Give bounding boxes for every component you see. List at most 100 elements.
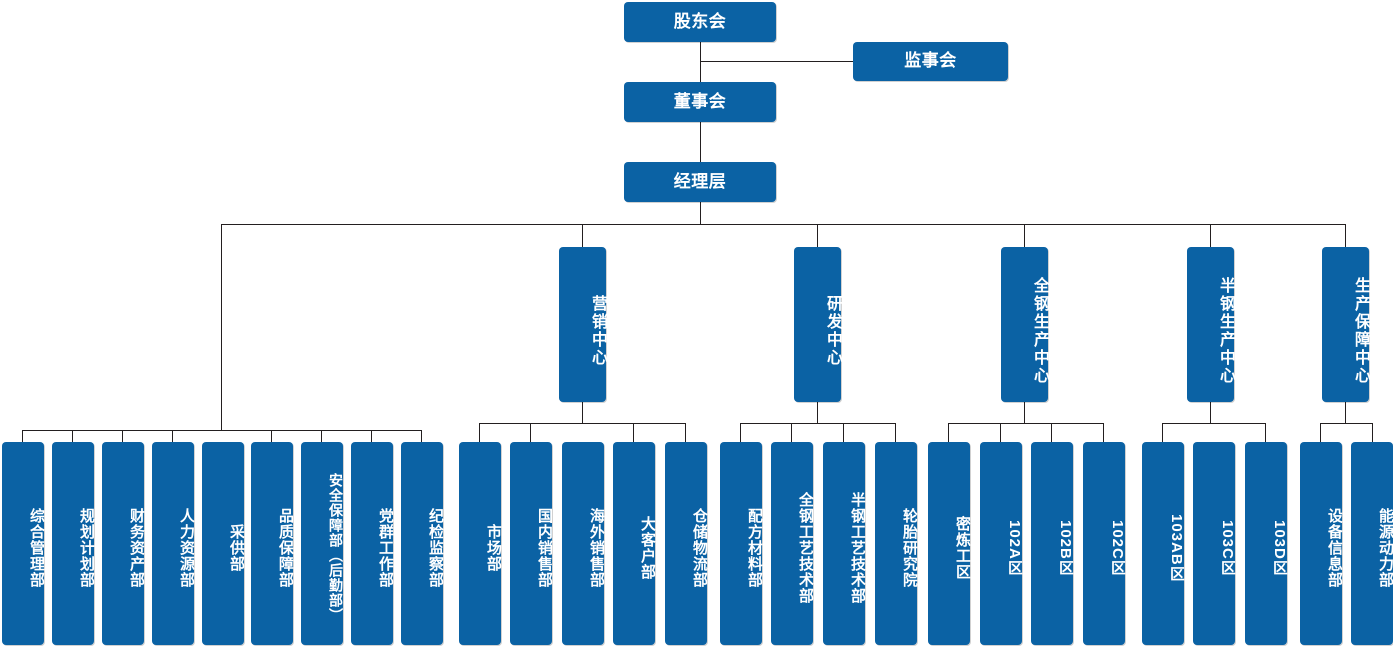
bus-semisteel bbox=[1162, 423, 1265, 424]
drop-allsteel-4 bbox=[1103, 423, 1104, 442]
node-zone-label: 102C区 bbox=[1109, 519, 1126, 576]
node-dept-label: 综合管理部 bbox=[28, 507, 45, 588]
node-dept-label: 大客户部 bbox=[639, 515, 656, 580]
node-dept-domestic-sales[interactable]: 国内销售部 bbox=[510, 442, 553, 645]
node-zone-102c[interactable]: 102C区 bbox=[1083, 442, 1126, 645]
drop-semisteel-1 bbox=[1162, 423, 1163, 442]
node-center-marketing-label: 营销中心 bbox=[589, 294, 606, 367]
node-zone-102a[interactable]: 102A区 bbox=[980, 442, 1023, 645]
node-center-marketing[interactable]: 营销中心 bbox=[559, 247, 606, 402]
node-zone-label: 密炼工区 bbox=[954, 515, 971, 580]
node-zone-102b[interactable]: 102B区 bbox=[1031, 442, 1074, 645]
connector-shareholders-board bbox=[700, 42, 701, 102]
node-center-semisteel[interactable]: 半钢生产中心 bbox=[1187, 247, 1234, 402]
node-dept-label: 轮胎研究院 bbox=[901, 507, 918, 588]
drop-rnd-4 bbox=[895, 423, 896, 442]
node-shareholders-label: 股东会 bbox=[673, 11, 727, 31]
node-center-production[interactable]: 生产保障中心 bbox=[1322, 247, 1369, 402]
node-center-allsteel[interactable]: 全钢生产中心 bbox=[1001, 247, 1048, 402]
node-shareholders[interactable]: 股东会 bbox=[624, 2, 776, 42]
drop-center-rnd bbox=[817, 224, 818, 247]
node-dept-label: 配方材料部 bbox=[746, 507, 763, 588]
drop-functional-7 bbox=[321, 430, 322, 442]
node-zone-label: 103AB区 bbox=[1168, 513, 1185, 582]
node-zone-103ab[interactable]: 103AB区 bbox=[1142, 442, 1185, 645]
node-management[interactable]: 经理层 bbox=[624, 162, 776, 202]
connector-supervisors bbox=[700, 61, 853, 62]
node-dept-allsteel-process-tech[interactable]: 全钢工艺技术部 bbox=[771, 442, 814, 645]
node-dept-overseas-sales[interactable]: 海外销售部 bbox=[562, 442, 605, 645]
node-center-rnd-label: 研发中心 bbox=[824, 294, 841, 367]
node-zone-103c[interactable]: 103C区 bbox=[1193, 442, 1236, 645]
node-dept-comprehensive-management[interactable]: 综合管理部 bbox=[2, 442, 45, 645]
node-dept-label: 市场部 bbox=[485, 523, 502, 572]
drop-semisteel-3 bbox=[1265, 423, 1266, 442]
stem-marketing bbox=[582, 402, 583, 423]
node-dept-semisteel-process-tech[interactable]: 半钢工艺技术部 bbox=[823, 442, 866, 645]
stem-production bbox=[1345, 402, 1346, 423]
drop-functional-8 bbox=[371, 430, 372, 442]
node-board[interactable]: 董事会 bbox=[624, 82, 776, 122]
drop-production-1 bbox=[1320, 423, 1321, 442]
drop-functional-3 bbox=[122, 430, 123, 442]
node-dept-planning[interactable]: 规划计划部 bbox=[52, 442, 95, 645]
connector-board-management bbox=[700, 122, 701, 162]
node-dept-label: 仓储物流部 bbox=[691, 507, 708, 588]
node-zone-label: 102A区 bbox=[1006, 519, 1023, 576]
connector-management-bus bbox=[700, 202, 701, 224]
node-dept-procurement[interactable]: 采供部 bbox=[202, 442, 245, 645]
node-dept-equipment-information[interactable]: 设备信息部 bbox=[1300, 442, 1343, 645]
main-bus bbox=[221, 224, 1345, 225]
node-dept-market[interactable]: 市场部 bbox=[459, 442, 502, 645]
drop-marketing-4 bbox=[633, 423, 634, 442]
node-dept-label: 海外销售部 bbox=[588, 507, 605, 588]
bus-functional bbox=[22, 430, 421, 431]
node-dept-finance-assets[interactable]: 财务资产部 bbox=[102, 442, 145, 645]
node-dept-energy-power[interactable]: 能源动力部 bbox=[1351, 442, 1393, 645]
bus-rnd bbox=[740, 423, 895, 424]
node-dept-label: 人力资源部 bbox=[178, 507, 195, 588]
node-dept-label: 党群工作部 bbox=[377, 507, 394, 588]
drop-functional-6 bbox=[271, 430, 272, 442]
node-zone-103d[interactable]: 103D区 bbox=[1245, 442, 1288, 645]
node-dept-label: 设备信息部 bbox=[1326, 507, 1343, 588]
node-dept-label: 采供部 bbox=[228, 523, 245, 572]
node-management-label: 经理层 bbox=[673, 171, 727, 191]
drop-allsteel-1 bbox=[948, 423, 949, 442]
node-center-allsteel-label: 全钢生产中心 bbox=[1031, 276, 1048, 385]
node-dept-tire-research-institute[interactable]: 轮胎研究院 bbox=[875, 442, 918, 645]
node-supervisors[interactable]: 监事会 bbox=[853, 42, 1008, 81]
drop-marketing-2 bbox=[530, 423, 531, 442]
drop-rnd-2 bbox=[791, 423, 792, 442]
drop-marketing-1 bbox=[479, 423, 480, 442]
drop-center-marketing bbox=[582, 224, 583, 247]
drop-rnd-1 bbox=[740, 423, 741, 442]
drop-functional-4 bbox=[172, 430, 173, 442]
node-board-label: 董事会 bbox=[673, 91, 727, 111]
node-dept-label: 半钢工艺技术部 bbox=[849, 491, 866, 604]
stem-rnd bbox=[817, 402, 818, 423]
drop-functional-9 bbox=[421, 430, 422, 442]
node-dept-quality-assurance[interactable]: 品质保障部 bbox=[251, 442, 294, 645]
drop-functional-group bbox=[221, 224, 222, 430]
node-dept-formula-materials[interactable]: 配方材料部 bbox=[720, 442, 763, 645]
drop-allsteel-3 bbox=[1051, 423, 1052, 442]
drop-functional-1 bbox=[22, 430, 23, 442]
drop-marketing-5 bbox=[685, 423, 686, 442]
stem-allsteel bbox=[1024, 402, 1025, 423]
node-zone-label: 103D区 bbox=[1271, 519, 1288, 576]
node-dept-party-affairs[interactable]: 党群工作部 bbox=[351, 442, 394, 645]
stem-semisteel bbox=[1210, 402, 1211, 423]
node-dept-discipline-inspection[interactable]: 纪检监察部 bbox=[401, 442, 444, 645]
node-dept-warehouse-logistics[interactable]: 仓储物流部 bbox=[665, 442, 708, 645]
node-center-rnd[interactable]: 研发中心 bbox=[794, 247, 841, 402]
node-zone-mixing[interactable]: 密炼工区 bbox=[928, 442, 971, 645]
node-dept-label: 安全保障部（后勤部） bbox=[328, 472, 344, 623]
node-dept-safety-logistics[interactable]: 安全保障部（后勤部） bbox=[301, 442, 344, 645]
node-dept-human-resources[interactable]: 人力资源部 bbox=[152, 442, 195, 645]
drop-rnd-3 bbox=[843, 423, 844, 442]
node-dept-label: 规划计划部 bbox=[78, 507, 95, 588]
node-dept-label: 品质保障部 bbox=[277, 507, 294, 588]
node-dept-key-accounts[interactable]: 大客户部 bbox=[613, 442, 656, 645]
